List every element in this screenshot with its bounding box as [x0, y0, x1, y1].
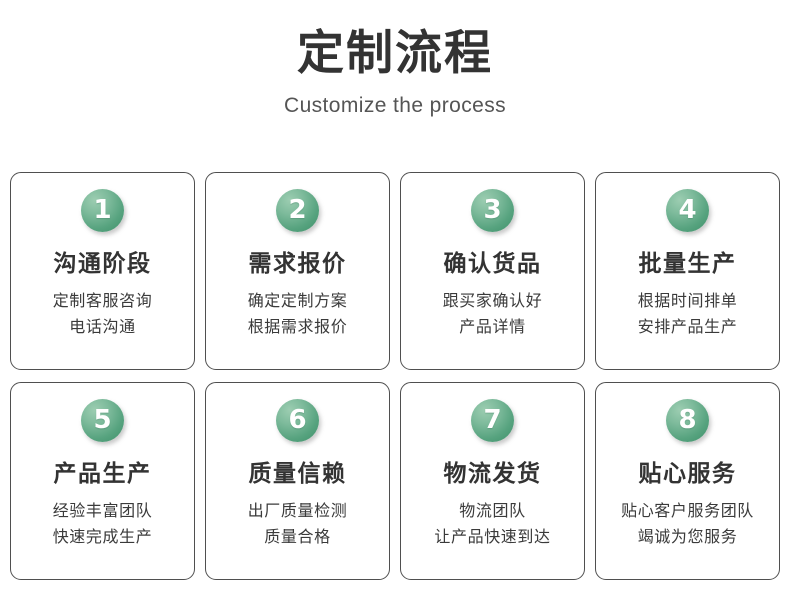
step-title: 需求报价 — [248, 250, 347, 276]
step-description-line: 出厂质量检测 — [247, 503, 348, 521]
step-description: 出厂质量检测质量合格 — [248, 499, 348, 551]
step-title: 质量信赖 — [248, 460, 347, 486]
step-card-4[interactable]: 4 批量生产根据时间排单安排产品生产 — [595, 172, 780, 370]
step-title: 贴心服务 — [638, 460, 737, 486]
step-number: 6 — [288, 404, 307, 435]
step-description-line: 物流团队 — [459, 503, 526, 521]
step-card-1[interactable]: 1 沟通阶段定制客服咨询电话沟通 — [10, 172, 195, 370]
step-title: 确认货品 — [443, 250, 542, 276]
process-steps-grid: 1 沟通阶段定制客服咨询电话沟通 2 需求报价确定定制方案根据需求报价 3 确认货品跟买家… — [10, 172, 780, 580]
step-badge-circle: 5 — [81, 399, 124, 442]
step-description-line: 质量合格 — [264, 529, 331, 547]
step-card-5[interactable]: 5 产品生产经验丰富团队快速完成生产 — [10, 382, 195, 580]
page-subtitle: Customize the process — [284, 93, 506, 117]
step-description: 跟买家确认好产品详情 — [443, 289, 543, 341]
step-badge-circle: 2 — [276, 189, 319, 232]
step-number: 4 — [678, 194, 697, 225]
step-card-3[interactable]: 3 确认货品跟买家确认好产品详情 — [400, 172, 585, 370]
step-description-line: 根据时间排单 — [637, 293, 738, 311]
step-description-line: 贴心客户服务团队 — [621, 503, 754, 521]
step-number: 5 — [93, 404, 112, 435]
step-description-line: 产品详情 — [459, 319, 526, 337]
step-card-6[interactable]: 6 质量信赖出厂质量检测质量合格 — [205, 382, 390, 580]
step-description-line: 经验丰富团队 — [52, 503, 153, 521]
step-card-8[interactable]: 8 贴心服务贴心客户服务团队竭诚为您服务 — [595, 382, 780, 580]
step-title: 批量生产 — [638, 250, 737, 276]
step-title: 产品生产 — [53, 460, 152, 486]
step-card-7[interactable]: 7 物流发货物流团队让产品快速到达 — [400, 382, 585, 580]
step-description-line: 定制客服咨询 — [52, 293, 153, 311]
step-title: 物流发货 — [443, 460, 542, 486]
step-badge-circle: 6 — [276, 399, 319, 442]
step-description: 贴心客户服务团队竭诚为您服务 — [621, 499, 754, 551]
step-card-2[interactable]: 2 需求报价确定定制方案根据需求报价 — [205, 172, 390, 370]
step-title: 沟通阶段 — [53, 250, 152, 276]
step-badge-circle: 1 — [81, 189, 124, 232]
step-number: 2 — [288, 194, 307, 225]
page-header: 定制流程 Customize the process — [0, 0, 790, 117]
step-description-line: 跟买家确认好 — [442, 293, 543, 311]
step-badge-circle: 8 — [666, 399, 709, 442]
page-title: 定制流程 — [297, 26, 493, 79]
step-number: 3 — [483, 194, 502, 225]
step-description-line: 电话沟通 — [69, 319, 136, 337]
step-description-line: 快速完成生产 — [52, 529, 153, 547]
step-description: 根据时间排单安排产品生产 — [638, 289, 738, 341]
step-description: 定制客服咨询电话沟通 — [53, 289, 153, 341]
step-number: 8 — [678, 404, 697, 435]
step-number: 7 — [483, 404, 502, 435]
step-description-line: 竭诚为您服务 — [637, 529, 738, 547]
step-description-line: 根据需求报价 — [247, 319, 348, 337]
step-number: 1 — [93, 194, 112, 225]
step-description: 确定定制方案根据需求报价 — [248, 289, 348, 341]
step-description: 经验丰富团队快速完成生产 — [53, 499, 153, 551]
step-description: 物流团队让产品快速到达 — [434, 499, 550, 551]
step-badge-circle: 3 — [471, 189, 514, 232]
step-description-line: 让产品快速到达 — [434, 529, 551, 547]
step-badge-circle: 4 — [666, 189, 709, 232]
step-description-line: 确定定制方案 — [247, 293, 348, 311]
step-description-line: 安排产品生产 — [637, 319, 738, 337]
step-badge-circle: 7 — [471, 399, 514, 442]
